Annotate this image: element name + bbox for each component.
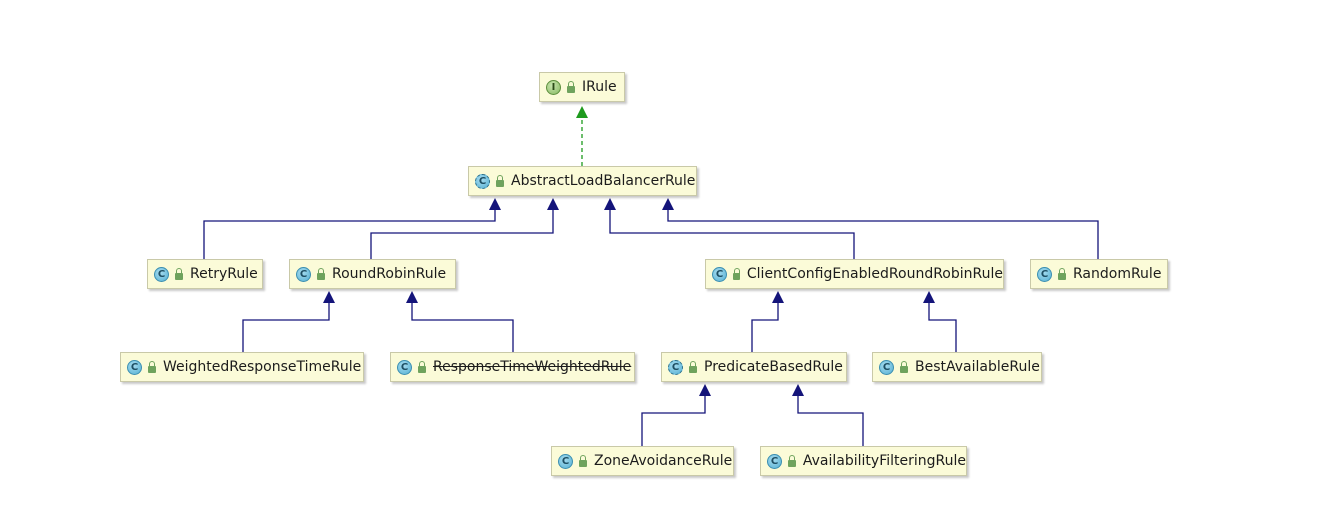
class-icon: C [767, 453, 782, 469]
node-label: RandomRule [1073, 266, 1162, 282]
edge-line-weighted-to-roundrobin [242, 303, 330, 352]
edge-line-bestavailable-to-clientconfig [928, 303, 957, 352]
class-icon: C [879, 359, 894, 375]
node-retry-rule[interactable]: C RetryRule [147, 259, 263, 289]
interface-icon: I [546, 79, 561, 95]
node-zone-avoidance-rule[interactable]: C ZoneAvoidanceRule [551, 446, 734, 476]
class-icon: C [1037, 266, 1052, 282]
class-icon: C [154, 266, 169, 282]
public-access-icon [900, 360, 908, 373]
edge-line-retry-to-abstract [203, 210, 496, 259]
public-access-icon [1058, 267, 1066, 280]
node-best-available-rule[interactable]: C BestAvailableRule [872, 352, 1042, 382]
edge-arrowhead-retry-to-abstract [489, 198, 501, 210]
edge-arrowhead-abstract-to-irule [576, 106, 588, 118]
node-label: RoundRobinRule [332, 266, 447, 282]
edge-arrowhead-bestavailable-to-clientconfig [923, 291, 935, 303]
edge-line-roundrobin-to-abstract [370, 210, 554, 259]
edge-arrowhead-predicate-to-clientconfig [772, 291, 784, 303]
class-icon: C [127, 359, 142, 375]
public-access-icon [788, 454, 796, 467]
node-random-rule[interactable]: C RandomRule [1030, 259, 1168, 289]
node-round-robin-rule[interactable]: C RoundRobinRule [289, 259, 456, 289]
node-label: ZoneAvoidanceRule [594, 453, 733, 469]
edge-line-responsetime-to-roundrobin [411, 303, 514, 352]
abstract-class-icon: C [475, 173, 490, 189]
node-availability-filtering-rule[interactable]: C AvailabilityFilteringRule [760, 446, 967, 476]
node-label: IRule [582, 79, 617, 95]
edge-arrowhead-availability-to-predicate [792, 384, 804, 396]
node-label: AbstractLoadBalancerRule [511, 173, 696, 189]
node-label: PredicateBasedRule [704, 359, 843, 375]
node-predicate-based-rule[interactable]: C PredicateBasedRule [661, 352, 847, 382]
node-response-time-weighted-rule[interactable]: C ResponseTimeWeightedRule [390, 352, 635, 382]
public-access-icon [317, 267, 325, 280]
public-access-icon [175, 267, 183, 280]
edge-line-zone-to-predicate [641, 396, 706, 446]
node-client-config-enabled-round-robin-rule[interactable]: C ClientConfigEnabledRoundRobinRule [705, 259, 1004, 289]
class-icon: C [397, 359, 412, 375]
edge-line-predicate-to-clientconfig [751, 303, 779, 352]
node-label-deprecated: ResponseTimeWeightedRule [433, 359, 632, 375]
public-access-icon [579, 454, 587, 467]
edge-arrowhead-roundrobin-to-abstract [547, 198, 559, 210]
class-icon: C [296, 266, 311, 282]
public-access-icon [418, 360, 426, 373]
edge-arrowhead-clientconfig-to-abstract [604, 198, 616, 210]
edge-line-availability-to-predicate [797, 396, 864, 446]
edge-arrowhead-zone-to-predicate [699, 384, 711, 396]
node-label: WeightedResponseTimeRule [163, 359, 362, 375]
node-label: AvailabilityFilteringRule [802, 453, 966, 469]
class-icon: C [558, 453, 573, 469]
node-abstract-load-balancer-rule[interactable]: C AbstractLoadBalancerRule [468, 166, 697, 196]
edge-arrowhead-random-to-abstract [662, 198, 674, 210]
public-access-icon [689, 360, 697, 373]
public-access-icon [496, 174, 504, 187]
node-weighted-response-time-rule[interactable]: C WeightedResponseTimeRule [120, 352, 364, 382]
node-label: RetryRule [190, 266, 258, 282]
node-irule[interactable]: I IRule [539, 72, 625, 102]
node-label: BestAvailableRule [915, 359, 1040, 375]
edge-line-random-to-abstract [667, 210, 1099, 259]
public-access-icon [567, 80, 575, 93]
public-access-icon [148, 360, 156, 373]
node-label: ClientConfigEnabledRoundRobinRule [746, 266, 1003, 282]
class-icon: C [712, 266, 727, 282]
edge-arrowhead-weighted-to-roundrobin [323, 291, 335, 303]
edge-line-clientconfig-to-abstract [609, 210, 855, 259]
abstract-class-icon: C [668, 359, 683, 375]
public-access-icon [733, 267, 740, 280]
edge-arrowhead-responsetime-to-roundrobin [406, 291, 418, 303]
